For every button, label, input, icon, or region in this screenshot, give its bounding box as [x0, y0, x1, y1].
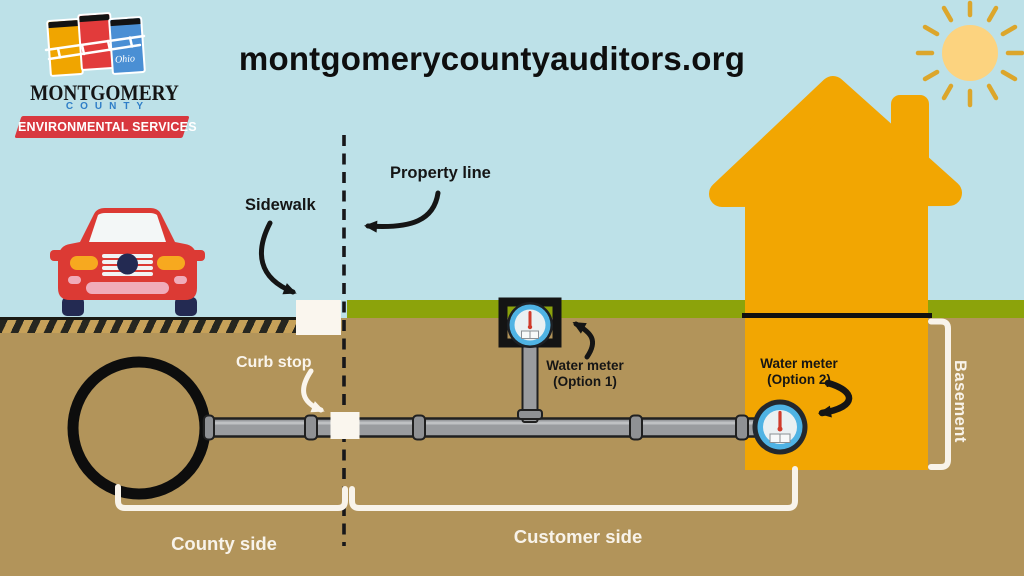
water-meter-option1-label: Water meter (Option 1): [530, 358, 640, 389]
sidewalk-label: Sidewalk: [245, 196, 316, 214]
water-main-pipe: [67, 356, 211, 500]
curb-stop-arrow: [301, 368, 325, 413]
property-line-arrow: [364, 190, 441, 233]
water-meter-option1-icon: [498, 297, 562, 348]
water-meter-option2-icon: [752, 399, 808, 455]
logo-county-word: COUNTY: [65, 101, 151, 112]
water-meter-option1-label-line1: Water meter: [546, 358, 624, 373]
curb-stop-label: Curb stop: [236, 354, 312, 371]
car-icon: [50, 208, 205, 316]
sun-icon: [915, 0, 1024, 108]
water-meter-option2-label-line1: Water meter: [760, 356, 838, 371]
water-meter-option2-label: Water meter (Option 2): [744, 356, 854, 387]
county-side-label: County side: [171, 533, 277, 554]
customer-side-label: Customer side: [513, 526, 643, 547]
logo-services-banner: ENVIRONMENTAL SERVICES: [14, 116, 197, 138]
logo-ohio-text: Ohio: [114, 53, 136, 66]
county-side-bracket: [115, 484, 348, 511]
meter2-arrow: [818, 379, 853, 418]
pipe-couplings: [203, 414, 749, 441]
montgomery-county-logo: Ohio MONTGOMERY COUNTY ENVIRONMENTAL SER…: [12, 6, 197, 138]
property-line-label: Property line: [390, 164, 491, 182]
meter1-arrow: [572, 321, 596, 360]
logo-county-name: MONTGOMERY: [30, 80, 179, 105]
wright-flyer-icon: [44, 34, 146, 61]
water-meter-option2-label-line2: (Option 2): [767, 371, 831, 387]
house-ground-line: [742, 313, 932, 318]
basement-label: Basement: [951, 360, 969, 443]
customer-side-bracket: [349, 466, 798, 511]
water-meter-option1-label-line2: (Option 1): [553, 373, 617, 389]
curb-stop: [330, 412, 360, 439]
sidewalk-block: [296, 300, 341, 335]
basement-bracket: [928, 318, 951, 470]
sidewalk-arrow: [259, 220, 297, 295]
site-url-title: montgomerycountyauditors.org: [238, 40, 746, 77]
logo-services-banner-text: ENVIRONMENTAL SERVICES: [18, 120, 197, 134]
road-hazard-stripe: [0, 317, 296, 333]
